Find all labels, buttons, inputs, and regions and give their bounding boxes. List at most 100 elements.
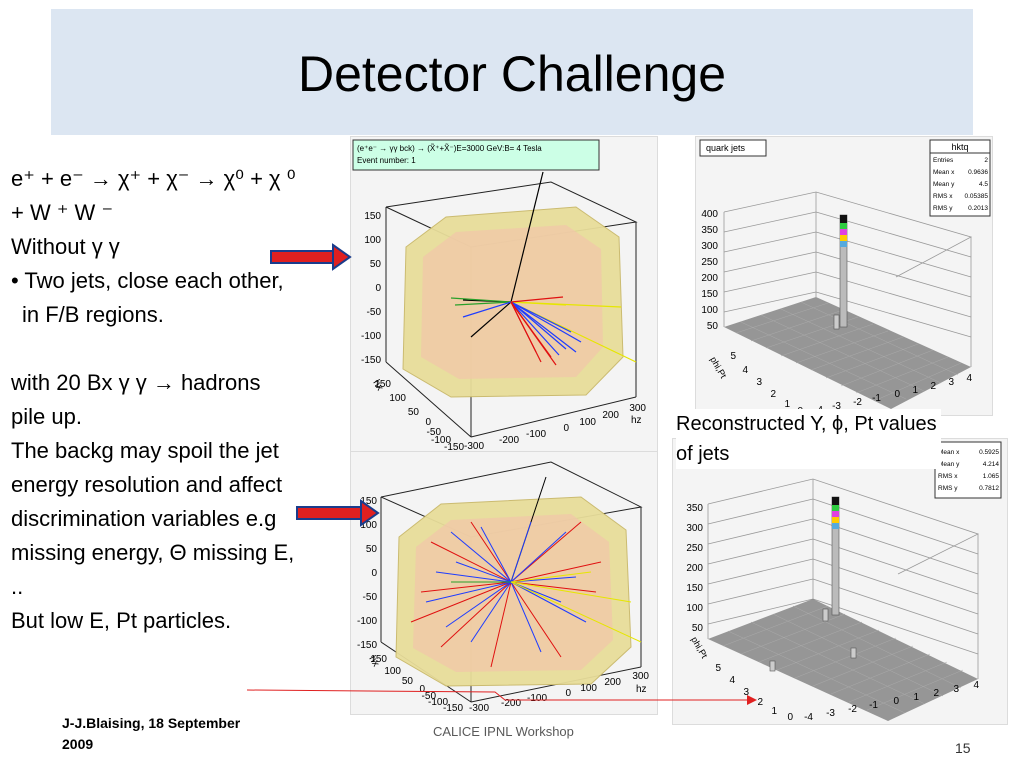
slide-title: Detector Challenge <box>297 46 727 102</box>
z-tick-label: -300 <box>464 441 484 451</box>
stats-key: RMS y <box>938 485 958 492</box>
z-tick-label: 250 <box>701 257 718 268</box>
y-tick-label: 150 <box>364 211 381 222</box>
x-tick-label: 100 <box>384 666 401 677</box>
x-tick-label: -4 <box>804 712 813 723</box>
y-tick-label: 1 <box>784 399 790 410</box>
caption-line: Reconstructed Y, ϕ, Pt values <box>676 413 937 435</box>
x-tick-label: 0 <box>893 696 899 707</box>
stats-key: RMS x <box>933 193 953 200</box>
y-tick-label: 150 <box>360 496 377 507</box>
pointer-line-icon <box>246 689 757 705</box>
x-tick-label: 3 <box>953 684 959 695</box>
z-tick-label: 100 <box>579 417 596 428</box>
stats-value: 0.7812 <box>979 485 999 492</box>
x-tick-label: -100 <box>428 697 448 708</box>
y-tick-label: -50 <box>363 592 378 603</box>
y-tick-label: -150 <box>357 640 377 651</box>
arrow-bottom-event-icon <box>296 499 380 527</box>
y-tick-label: 5 <box>730 351 736 362</box>
lego-plot-top-canvas: quark jets hktq Entries 2 Mean x 0.9636 … <box>696 137 992 415</box>
body-line: missing energy, Θ missing E, <box>11 540 295 565</box>
body-line: e⁺ + e⁻ → χ⁺ + χ⁻ → χ⁰ + χ ⁰ <box>11 166 296 191</box>
x-tick-label: 2 <box>933 688 939 699</box>
stats-key: Entries <box>933 157 954 164</box>
x-tick-label: 150 <box>370 654 387 665</box>
stats-value: 0.05385 <box>965 193 989 200</box>
stats-key: Mean y <box>938 461 960 468</box>
x-tick-label: -1 <box>872 393 881 404</box>
x-tick-label: 0 <box>425 417 431 428</box>
title-bar: Detector Challenge <box>51 9 973 135</box>
y-tick-label: 2 <box>770 389 776 400</box>
body-line: .. <box>11 574 24 599</box>
z-tick-label: 200 <box>701 273 718 284</box>
lego-plot-top: quark jets hktq Entries 2 Mean x 0.9636 … <box>695 136 993 416</box>
x-tick-label: -3 <box>826 708 835 719</box>
z-tick-label: 0 <box>563 423 569 434</box>
stats-key: Mean x <box>933 169 955 176</box>
x-tick-label: -50 <box>422 691 437 702</box>
body-line: + W ⁺ W ⁻ <box>11 200 114 225</box>
jet-small-bar <box>833 314 840 330</box>
x-axis-label: hx <box>366 654 381 669</box>
x-tick-label: 1 <box>912 385 918 396</box>
y-tick-label: 2 <box>757 697 763 708</box>
y-tick-label: 0 <box>371 568 377 579</box>
y-tick-label: 1 <box>771 706 777 717</box>
y-tick-label: 50 <box>370 259 382 270</box>
footer-event: CALICE IPNL Workshop <box>433 724 574 739</box>
z-tick-label: 50 <box>692 623 704 634</box>
stats-value: 0.5925 <box>979 449 999 456</box>
stats-value: 4.5 <box>979 181 988 188</box>
y-tick-label: -150 <box>361 355 381 366</box>
event-display-bottom-canvas: 150 100 50 0 -50 -100 -150 150 100 50 0 … <box>351 452 657 714</box>
x-tick-label: 50 <box>402 676 414 687</box>
z-tick-label: 100 <box>580 683 597 694</box>
z-tick-label: -100 <box>526 429 546 440</box>
x-tick-label: -3 <box>832 401 841 412</box>
plot-caption: Reconstructed Y, ϕ, Pt values of jets <box>676 409 941 469</box>
caption-line: of jets <box>676 443 730 465</box>
y-tick-label: 3 <box>743 687 749 698</box>
x-tick-label: -100 <box>431 435 451 446</box>
x-tick-label: 0 <box>419 684 425 695</box>
y-tick-label: 0 <box>375 283 381 294</box>
lego-plot-bottom: Mean x 0.5925 Mean y 4.214 RMS x 1.065 R… <box>672 438 1008 725</box>
pileup-bar <box>850 647 857 659</box>
z-axis-label: hz <box>636 684 647 695</box>
footer-author: J-J.Blaising, 18 September 2009 <box>62 713 240 755</box>
stats-key: Mean x <box>938 449 960 456</box>
event-display-bottom: 150 100 50 0 -50 -100 -150 150 100 50 0 … <box>350 451 658 715</box>
y-tick-label: 100 <box>364 235 381 246</box>
pileup-bar <box>769 660 776 672</box>
y-tick-label: 3 <box>756 377 762 388</box>
stats-key: Mean y <box>933 181 955 188</box>
y-tick-label: -50 <box>367 307 382 318</box>
x-tick-label: -150 <box>444 442 464 451</box>
body-line: But low E, Pt particles. <box>11 608 232 633</box>
stats-key: RMS x <box>938 473 958 480</box>
z-tick-label: 350 <box>701 225 718 236</box>
body-line: energy resolution and affect <box>11 472 283 497</box>
body-line: with 20 Bx γ γ → hadrons <box>11 370 261 395</box>
body-line: pile up. <box>11 404 82 429</box>
z-tick-label: 200 <box>604 677 621 688</box>
z-tick-label: 300 <box>632 671 649 682</box>
body-line: discrimination variables e.g <box>11 506 277 531</box>
x-tick-label: 4 <box>966 373 972 384</box>
z-tick-label: 100 <box>701 305 718 316</box>
y-tick-label: 0 <box>787 712 793 723</box>
y-tick-label: 4 <box>742 365 748 376</box>
z-tick-label: 300 <box>686 523 703 534</box>
pileup-tracks <box>410 476 642 668</box>
event-number: Event number: 1 <box>357 156 416 165</box>
stats-value: 4.214 <box>983 461 1000 468</box>
y-tick-label: -100 <box>361 331 381 342</box>
z-tick-label: 200 <box>602 410 619 421</box>
z-tick-label: 250 <box>686 543 703 554</box>
y-tick-label: 4 <box>729 675 735 686</box>
z-tick-label: 0 <box>565 688 571 699</box>
x-tick-label: 4 <box>973 680 979 691</box>
x-tick-label: -1 <box>869 700 878 711</box>
